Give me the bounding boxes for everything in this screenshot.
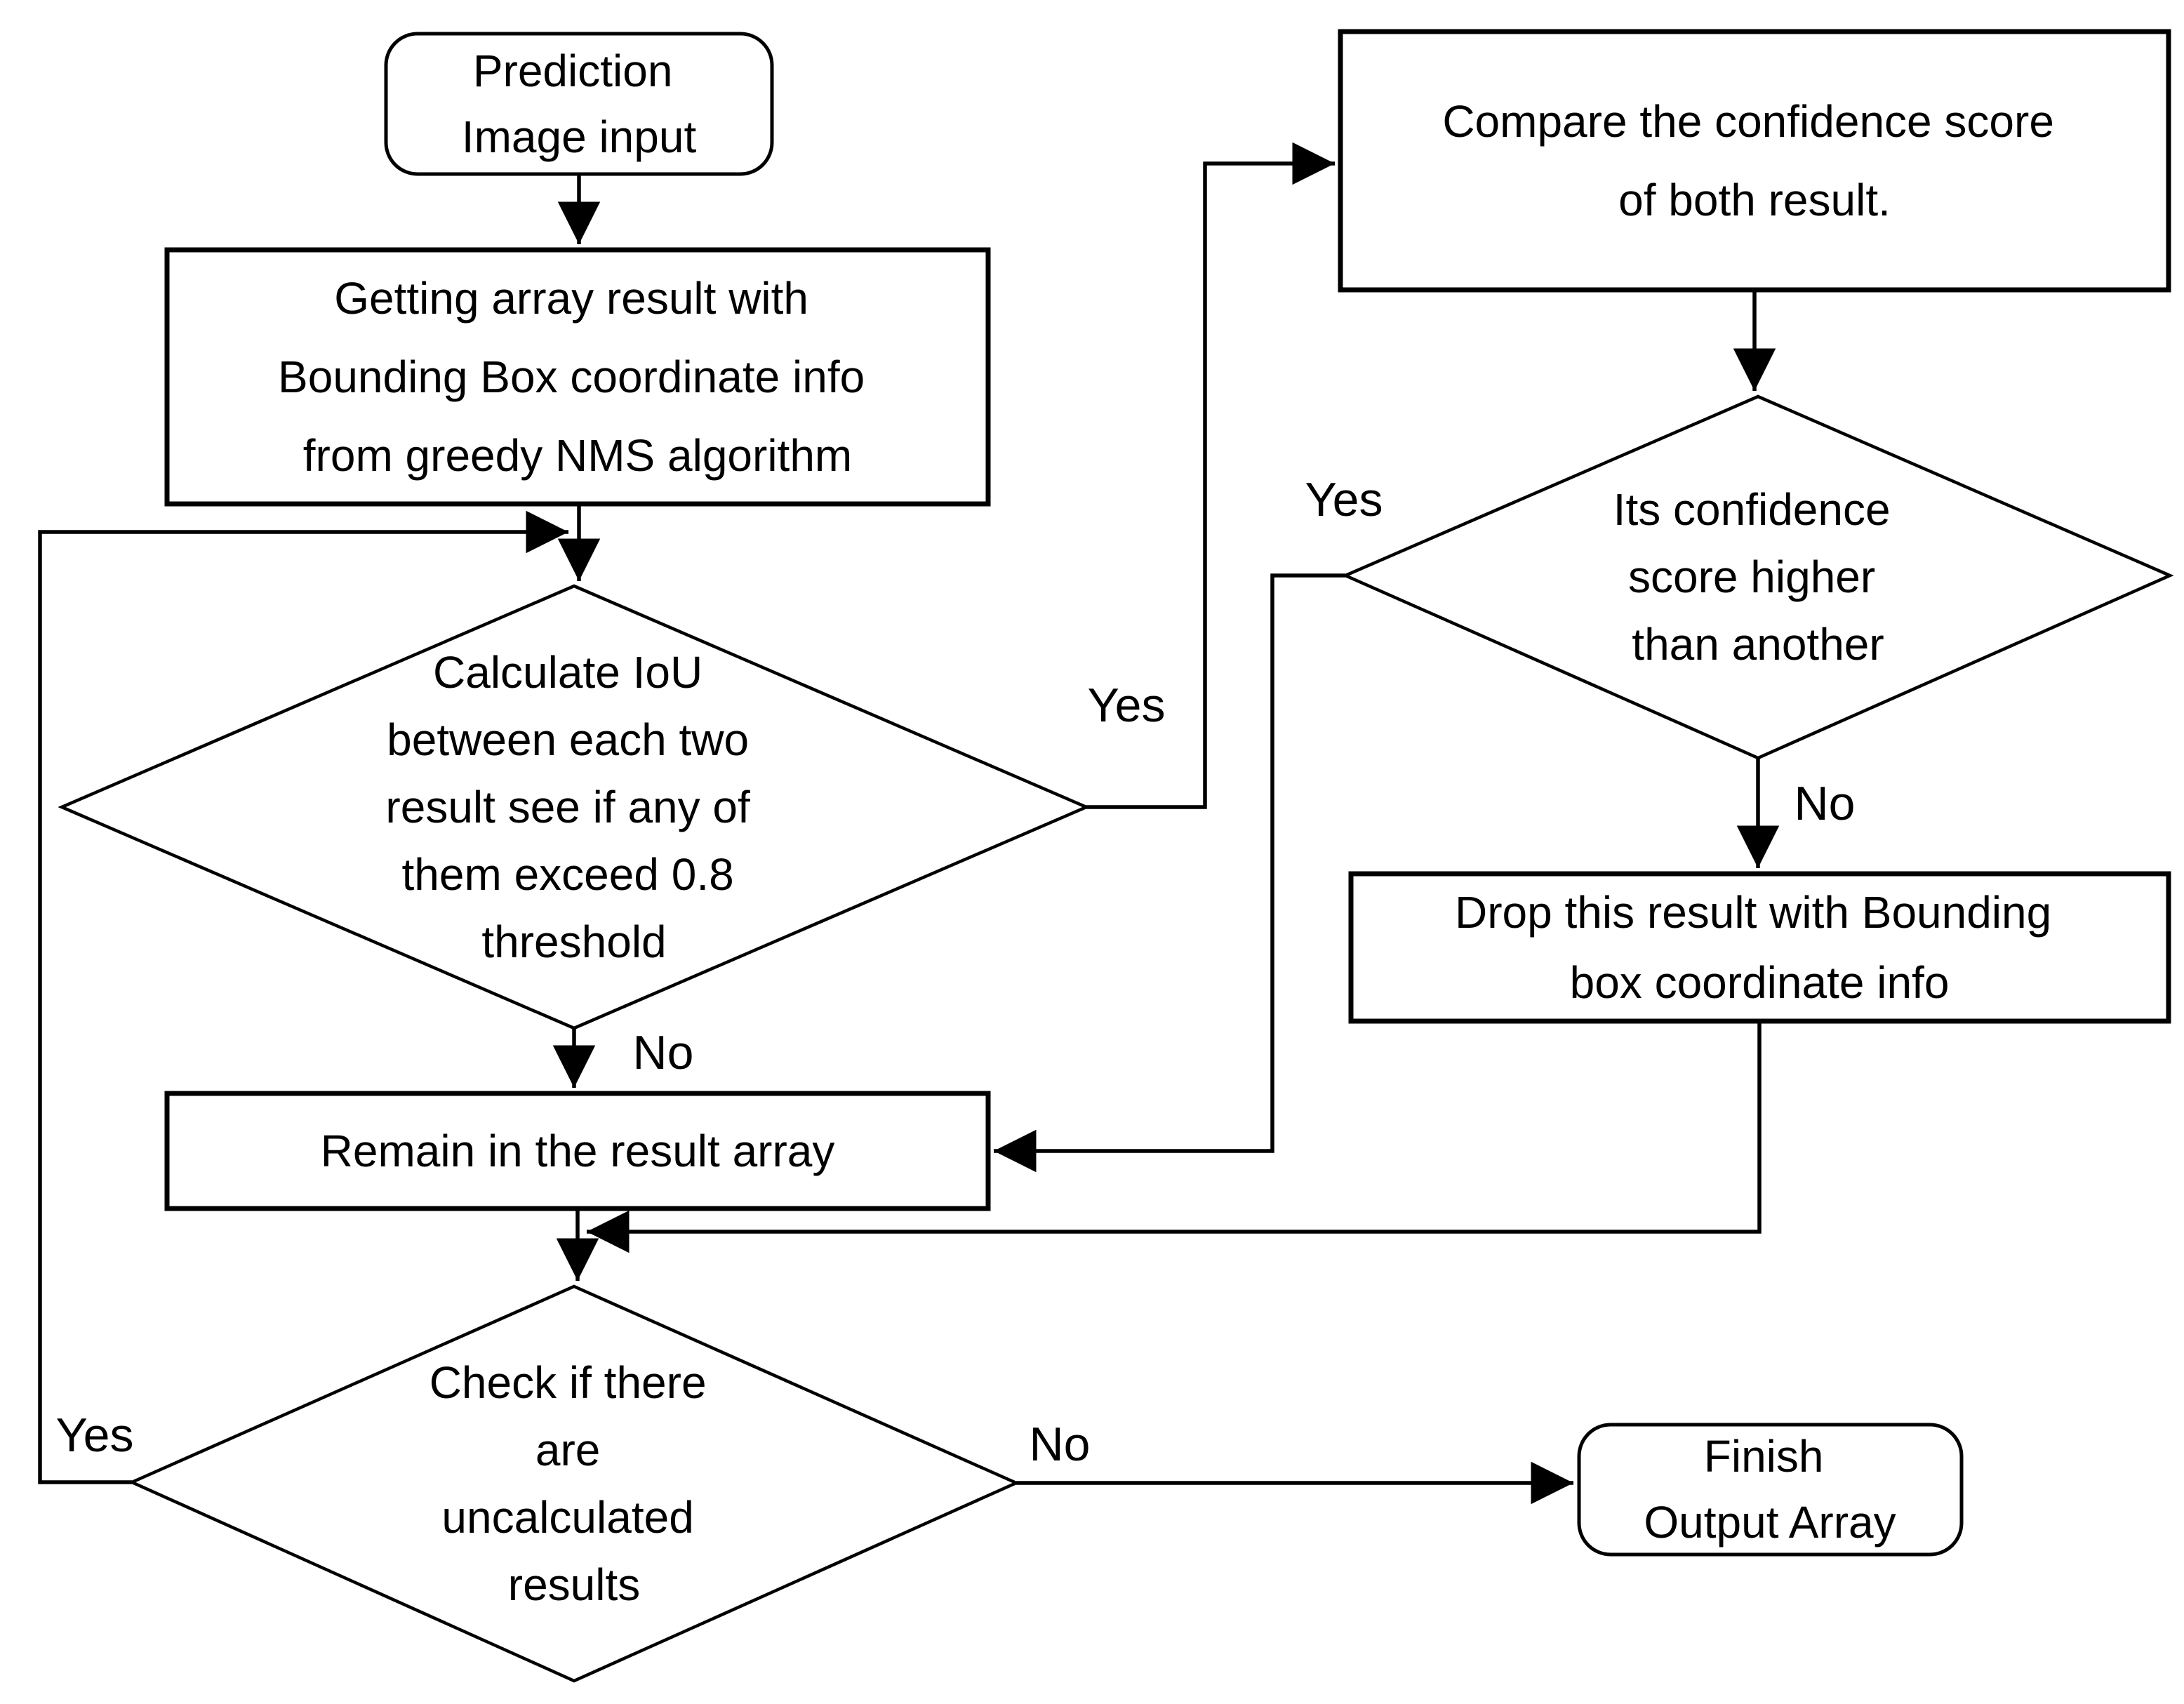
process-shape xyxy=(164,1091,991,1211)
node-label: Prediction Image input xyxy=(462,46,697,162)
node-label-line: Compare the confidence score xyxy=(1442,96,2054,147)
decision-shape xyxy=(58,584,1091,1030)
node-label-line: result see if any of xyxy=(385,782,750,832)
node-label-line: box coordinate info xyxy=(1570,957,1950,1008)
node-label-line: Its confidence xyxy=(1613,484,1891,535)
node-calc-iou-decision: Calculate IoU between each two result se… xyxy=(58,584,1091,1030)
node-finish-output: Finish Output Array xyxy=(1577,1423,1964,1557)
edge-label-check-yes: Yes xyxy=(56,1409,134,1462)
node-label-line: Calculate IoU xyxy=(433,647,703,698)
node-check-uncalculated-decision: Check if there are uncalculated results xyxy=(128,1284,1020,1683)
node-label: Getting array result with Bounding Box c… xyxy=(278,273,877,481)
terminator-shape xyxy=(384,32,774,176)
node-label-line: Drop this result with Bounding xyxy=(1455,887,2051,938)
node-label-line: from greedy NMS algorithm xyxy=(303,430,852,481)
edge-label-conf-no: No xyxy=(1795,777,1856,830)
node-prediction-input: Prediction Image input xyxy=(384,32,774,176)
node-label-line: between each two xyxy=(387,714,749,765)
edge-label-iou-no: No xyxy=(633,1026,694,1079)
node-label-line: uncalculated xyxy=(441,1492,693,1543)
nodes-layer: Prediction Image input Getting array res… xyxy=(58,29,2174,1683)
node-label-line: Prediction xyxy=(473,46,673,96)
edge-conf-higher-yes-to-remain xyxy=(994,573,1345,1173)
terminator-shape xyxy=(1577,1423,1964,1557)
edge-drop-to-merge-junction xyxy=(587,1021,1762,1253)
process-shape xyxy=(1348,871,2171,1024)
node-get-array: Getting array result with Bounding Box c… xyxy=(164,247,991,507)
node-label-line: results xyxy=(508,1559,641,1610)
node-label: Remain in the result array xyxy=(321,1126,835,1176)
node-label-line: of both result. xyxy=(1618,175,1891,225)
node-label-line: Check if there xyxy=(430,1357,707,1408)
node-label-line: Output Array xyxy=(1644,1497,1896,1547)
node-remain-array: Remain in the result array xyxy=(164,1091,991,1211)
node-label-line: score higher xyxy=(1628,552,1875,602)
node-label: Drop this result with Bounding box coord… xyxy=(1455,887,2064,1008)
node-drop-result: Drop this result with Bounding box coord… xyxy=(1348,871,2171,1024)
node-label-line: Finish xyxy=(1704,1431,1824,1482)
node-confidence-higher-decision: Its confidence score higher than another xyxy=(1341,394,2174,760)
node-label-line: Bounding Box coordinate info xyxy=(278,352,865,402)
node-label-line: them exceed 0.8 xyxy=(402,849,734,900)
node-label: Its confidence score higher than another xyxy=(1613,484,1903,670)
node-label: Compare the confidence score of both res… xyxy=(1442,96,2066,225)
edge-calc-iou-yes-to-compare xyxy=(1086,142,1335,809)
node-label: Calculate IoU between each two result se… xyxy=(385,647,762,967)
decision-shape xyxy=(1341,394,2174,760)
node-label-line: Image input xyxy=(462,112,697,162)
node-compare-confidence: Compare the confidence score of both res… xyxy=(1338,29,2171,293)
edges-layer xyxy=(38,142,1780,1505)
node-label-line: are xyxy=(535,1425,601,1475)
process-shape xyxy=(1338,29,2171,293)
node-label-line: Getting array result with xyxy=(334,273,808,324)
node-label: Check if there are uncalculated results xyxy=(430,1357,719,1610)
edge-check-yes-loop-to-calc-iou xyxy=(38,510,568,1484)
node-label-line: Remain in the result array xyxy=(321,1126,835,1176)
process-shape xyxy=(164,247,991,507)
decision-shape xyxy=(128,1284,1020,1683)
node-label-line: threshold xyxy=(481,917,666,967)
node-label: Finish Output Array xyxy=(1644,1431,1896,1547)
edge-labels-layer: Yes No Yes No Yes No xyxy=(56,473,1856,1471)
edge-label-conf-yes: Yes xyxy=(1305,473,1383,526)
edge-label-check-no: No xyxy=(1030,1418,1091,1471)
edge-label-iou-yes: Yes xyxy=(1088,679,1166,732)
node-label-line: than another xyxy=(1632,619,1884,670)
